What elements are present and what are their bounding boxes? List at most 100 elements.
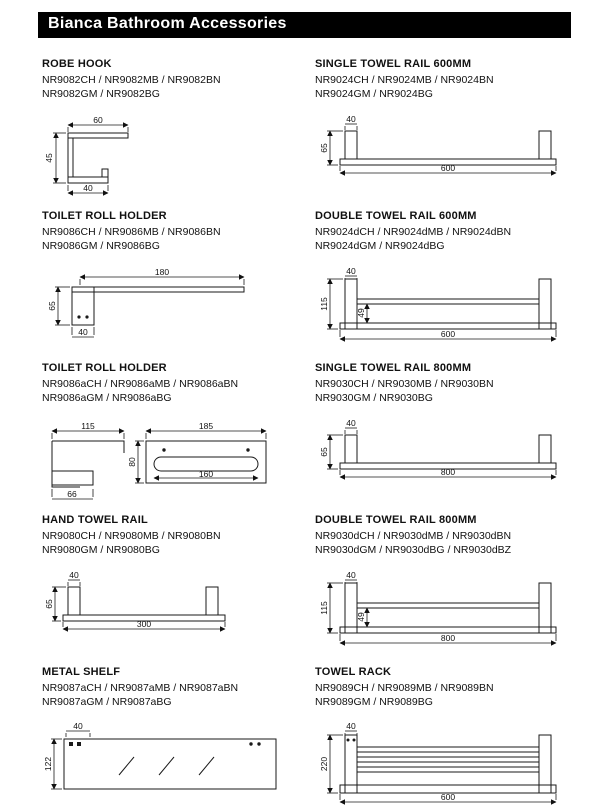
rack-shape bbox=[339, 734, 557, 794]
dim-depth: 40 bbox=[67, 183, 109, 196]
dim-label: 40 bbox=[346, 419, 356, 428]
product-name: SINGLE TOWEL RAIL 800MM bbox=[315, 362, 472, 374]
dim-label: 220 bbox=[319, 756, 329, 770]
dim-post: 40 bbox=[65, 721, 91, 737]
dim-height: 220 bbox=[319, 734, 343, 794]
dim-label: 49 bbox=[356, 612, 366, 622]
product-codes-line2: NR9024dGM / NR9024dBG bbox=[315, 239, 445, 252]
product-card-robe-hook: ROBE HOOK NR9082CH / NR9082MB / NR9082BN… bbox=[42, 58, 315, 210]
towel-rack-diagram: 40 220 bbox=[319, 721, 557, 805]
product-codes-line1: NR9024dCH / NR9024dMB / NR9024dBN bbox=[315, 226, 512, 238]
dim-label: 49 bbox=[356, 308, 366, 318]
product-codes-line2: NR9086GM / NR9086BG bbox=[42, 239, 160, 252]
dim-label: 40 bbox=[78, 327, 88, 337]
dim-label: 40 bbox=[346, 571, 356, 580]
hand-towel-rail-diagram: 40 65 300 bbox=[44, 570, 226, 632]
dim-plate: 40 bbox=[71, 326, 95, 338]
product-codes-line1: NR9086aCH / NR9086aMB / NR9086aBN bbox=[42, 378, 239, 390]
dim-length: 800 bbox=[339, 633, 557, 646]
dim-label: 600 bbox=[441, 792, 455, 802]
product-card-double-rail-800: DOUBLE TOWEL RAIL 800MM NR9030dCH / NR90… bbox=[315, 514, 591, 666]
technical-drawing: 40 65 600 bbox=[317, 114, 591, 184]
dim-length: 600 bbox=[339, 329, 557, 342]
dim-height: 80 bbox=[127, 440, 144, 484]
single-rail-diagram: 40 65 800 bbox=[319, 418, 557, 480]
dim-side-depth: 66 bbox=[51, 488, 94, 500]
dim-label: 40 bbox=[346, 723, 356, 731]
metal-shelf-diagram: 40 122 bbox=[43, 721, 277, 790]
dim-length: 600 bbox=[339, 792, 557, 805]
dim-label: 65 bbox=[319, 447, 329, 457]
product-card-towel-rack: TOWEL RACK NR9089CH / NR9089MB / NR9089B… bbox=[315, 666, 591, 807]
product-name: TOWEL RACK bbox=[315, 666, 392, 678]
product-codes-line1: NR9082CH / NR9082MB / NR9082BN bbox=[42, 74, 221, 86]
product-grid: ROBE HOOK NR9082CH / NR9082MB / NR9082BN… bbox=[42, 58, 591, 807]
dim-label: 65 bbox=[47, 301, 57, 311]
dim-gap: 49 bbox=[356, 303, 370, 324]
dim-label: 65 bbox=[44, 599, 54, 609]
rail-shape bbox=[62, 586, 226, 622]
dim-label: 185 bbox=[199, 421, 213, 431]
rail-shape bbox=[339, 582, 557, 634]
dim-post: 40 bbox=[344, 418, 358, 434]
product-codes-line2: NR9086aGM / NR9086aBG bbox=[42, 391, 172, 404]
technical-drawing: 115 66 185 bbox=[44, 419, 315, 516]
product-codes-line1: NR9030dCH / NR9030dMB / NR9030dBN bbox=[315, 530, 512, 542]
dim-label: 40 bbox=[73, 723, 83, 731]
product-codes-line2: NR9080GM / NR9080BG bbox=[42, 543, 160, 556]
technical-drawing: 40 115 49 bbox=[317, 570, 591, 658]
technical-drawing: 40 65 800 bbox=[317, 418, 591, 488]
technical-drawing: 40 115 49 bbox=[317, 266, 591, 354]
dim-label: 122 bbox=[44, 756, 53, 770]
product-name: METAL SHELF bbox=[42, 666, 121, 678]
technical-drawing: 40 122 bbox=[43, 721, 315, 806]
dim-label: 300 bbox=[137, 619, 151, 629]
product-name: TOILET ROLL HOLDER bbox=[42, 362, 167, 374]
rail-shape bbox=[339, 278, 557, 330]
holder-shape bbox=[71, 286, 245, 326]
product-codes-line2: NR9030dGM / NR9030dBG / NR9030dBZ bbox=[315, 543, 512, 556]
dim-label: 40 bbox=[346, 115, 356, 124]
dim-height: 115 bbox=[319, 582, 343, 634]
product-card-metal-shelf: METAL SHELF NR9087aCH / NR9087aMB / NR90… bbox=[42, 666, 315, 807]
shelf-shape bbox=[63, 738, 277, 790]
dim-height: 65 bbox=[47, 286, 70, 326]
page-title: Bianca Bathroom Accessories bbox=[38, 12, 571, 38]
product-codes-line1: NR9086CH / NR9086MB / NR9086BN bbox=[42, 226, 221, 238]
rail-shape bbox=[339, 130, 557, 166]
dim-height: 115 bbox=[319, 278, 343, 330]
double-rail-diagram: 40 115 49 bbox=[319, 266, 557, 342]
product-codes-line1: NR9087aCH / NR9087aMB / NR9087aBN bbox=[42, 682, 239, 694]
dim-label: 40 bbox=[346, 267, 356, 276]
dim-height: 65 bbox=[319, 130, 343, 166]
dim-roll: 160 bbox=[153, 469, 259, 481]
product-card-hand-towel-rail: HAND TOWEL RAIL NR9080CH / NR9080MB / NR… bbox=[42, 514, 315, 666]
product-name: DOUBLE TOWEL RAIL 600MM bbox=[315, 210, 477, 222]
dim-label: 600 bbox=[441, 329, 455, 339]
dim-height: 122 bbox=[43, 738, 62, 790]
product-codes-line1: NR9030CH / NR9030MB / NR9030BN bbox=[315, 378, 494, 390]
dim-label: 160 bbox=[199, 469, 213, 479]
product-card-double-rail-600: DOUBLE TOWEL RAIL 600MM NR9024dCH / NR90… bbox=[315, 210, 591, 362]
product-card-single-rail-800: SINGLE TOWEL RAIL 800MM NR9030CH / NR903… bbox=[315, 362, 591, 514]
dim-label: 80 bbox=[127, 457, 137, 467]
toilet-roll-a-diagram: 115 66 185 bbox=[51, 421, 267, 500]
product-card-toilet-roll-holder: TOILET ROLL HOLDER NR9086CH / NR9086MB /… bbox=[42, 210, 315, 362]
dim-height: 65 bbox=[44, 586, 66, 622]
single-rail-diagram: 40 65 600 bbox=[319, 114, 557, 176]
dim-label: 66 bbox=[67, 489, 77, 499]
front-view-shape bbox=[145, 440, 267, 484]
product-codes-line2: NR9087aGM / NR9087aBG bbox=[42, 695, 172, 708]
dim-length: 600 bbox=[339, 163, 557, 176]
product-codes-line1: NR9089CH / NR9089MB / NR9089BN bbox=[315, 682, 494, 694]
technical-drawing: 180 65 40 bbox=[44, 267, 315, 350]
dim-height: 45 bbox=[44, 132, 66, 184]
product-card-single-rail-600: SINGLE TOWEL RAIL 600MM NR9024CH / NR902… bbox=[315, 58, 591, 210]
dim-label: 180 bbox=[155, 267, 169, 277]
robe-hook-diagram: 60 45 40 bbox=[44, 115, 129, 196]
dim-label: 115 bbox=[319, 601, 329, 615]
technical-drawing: 40 65 300 bbox=[44, 570, 315, 640]
dim-label: 800 bbox=[441, 467, 455, 477]
dim-label: 45 bbox=[44, 153, 54, 163]
dim-front-width: 185 bbox=[145, 421, 267, 439]
